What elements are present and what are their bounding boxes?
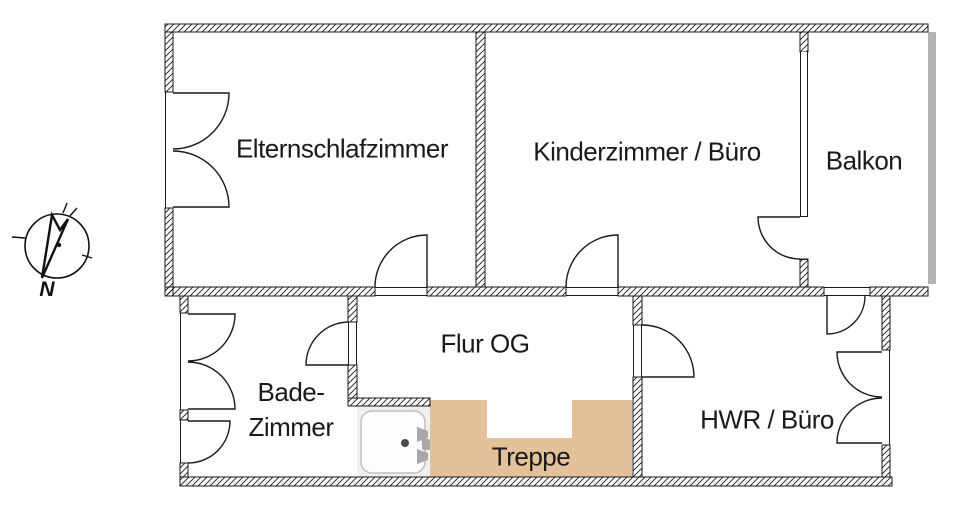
balcony-railing	[928, 32, 936, 284]
label-bathroom: Bade- Zimmer	[248, 375, 334, 445]
wall-mid-d	[869, 286, 929, 297]
compass: N	[11, 202, 93, 301]
wall-left-upper-1	[164, 31, 174, 93]
label-hallway: Flur OG	[440, 328, 530, 359]
window-utility-top	[836, 351, 883, 398]
wall-shower-stub	[347, 397, 431, 407]
door-balcony-to-utility	[826, 295, 866, 335]
compass-center-dot	[56, 242, 62, 248]
label-master-bedroom: Elternschlafzimmer	[235, 133, 449, 164]
compass-north-label: N	[39, 278, 55, 301]
wall-kids-balcony-bottom	[799, 258, 809, 288]
window-bathroom-bottom	[187, 420, 231, 464]
shower	[357, 406, 430, 477]
label-bathroom-line1: Bade-	[257, 377, 325, 407]
window-utility-bottom	[836, 397, 883, 444]
wall-bottom	[179, 476, 893, 487]
compass-ticks	[11, 202, 93, 259]
wall-master-kids	[475, 31, 486, 288]
wall-utility-right-1	[881, 295, 891, 351]
walls	[164, 23, 929, 487]
window-bathroom-middle	[187, 361, 236, 410]
wall-hall-utility-2	[632, 376, 643, 478]
compass-circle	[24, 213, 90, 279]
north-needle-icon	[40, 211, 70, 279]
label-stairs: Treppe	[491, 441, 571, 472]
door-hall-to-kids	[565, 234, 619, 288]
wall-hall-utility-1	[632, 295, 643, 326]
wall-openings	[165, 92, 890, 463]
stairs-area	[430, 400, 632, 477]
door-hall-to-master	[374, 234, 428, 288]
wall-kids-balcony-top	[799, 31, 809, 53]
wall-mid-a	[164, 286, 376, 297]
door-hall-to-utility	[641, 324, 695, 378]
wall-bath-mullion	[179, 409, 189, 421]
window-master-bedroom-top	[172, 92, 230, 150]
door-hall-to-bathroom	[305, 321, 350, 366]
shower-tray	[360, 410, 426, 474]
label-balcony: Balkon	[825, 145, 903, 176]
shower-faucet-icon	[417, 427, 430, 464]
shower-drain-icon	[401, 439, 409, 447]
wall-mid-b	[426, 286, 567, 297]
wall-utility-right-2	[881, 444, 891, 478]
wall-mid-c	[617, 286, 825, 297]
wall-bath-left-2	[179, 462, 189, 478]
wall-left-upper-2	[164, 207, 174, 297]
window-master-bedroom-bottom	[172, 150, 230, 208]
wall-bath-left-1	[179, 295, 189, 314]
window-bathroom-top	[187, 313, 236, 362]
doors	[305, 216, 866, 378]
label-utility: HWR / Büro	[700, 404, 834, 435]
wall-kids-balcony-thin	[800, 52, 808, 260]
wall-top	[164, 23, 929, 33]
wall-bath-hall-2	[347, 364, 358, 399]
label-bathroom-line2: Zimmer	[248, 412, 334, 442]
door-kids-to-balcony	[757, 216, 801, 260]
windows	[172, 92, 883, 464]
wall-bath-hall-1	[347, 295, 358, 323]
label-kids-room: Kinderzimmer / Büro	[533, 136, 761, 167]
